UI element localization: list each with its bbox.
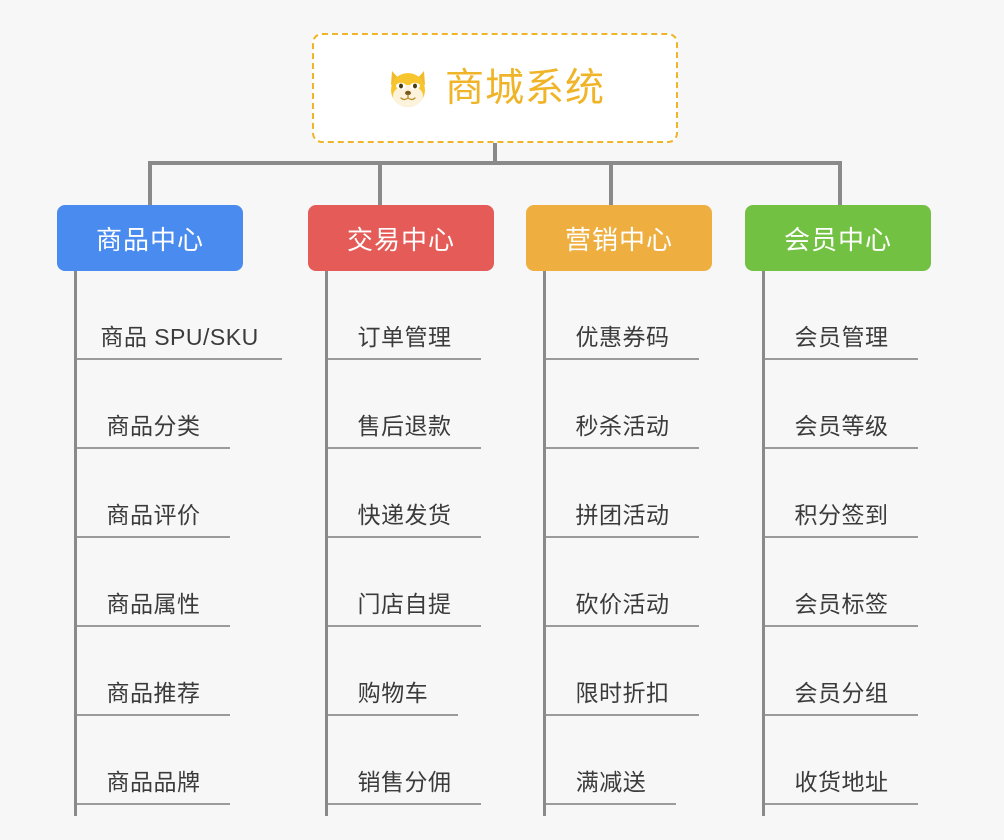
leaf-item[interactable]: 商品属性 bbox=[77, 538, 230, 627]
leaf-item-label: 拼团活动 bbox=[575, 502, 670, 528]
connector-drop-4 bbox=[838, 161, 842, 205]
category-box-1[interactable]: 商品中心 bbox=[57, 205, 243, 271]
root-node-mall-system[interactable]: 商城系统 bbox=[312, 33, 678, 143]
category-label: 营销中心 bbox=[564, 224, 673, 255]
category-box-3[interactable]: 营销中心 bbox=[526, 205, 712, 271]
leaf-item[interactable]: 商品评价 bbox=[77, 449, 230, 538]
category-label: 交易中心 bbox=[346, 224, 455, 255]
leaf-item[interactable]: 秒杀活动 bbox=[546, 360, 699, 449]
leaf-column-3: 优惠券码秒杀活动拼团活动砍价活动限时折扣满减送 bbox=[543, 271, 699, 816]
leaf-item[interactable]: 会员分组 bbox=[765, 627, 918, 716]
dog-face-icon bbox=[385, 65, 431, 111]
leaf-item[interactable]: 商品分类 bbox=[77, 360, 230, 449]
leaf-item[interactable]: 拼团活动 bbox=[546, 449, 699, 538]
leaf-item-label: 优惠券码 bbox=[575, 324, 670, 350]
leaf-item-label: 购物车 bbox=[357, 680, 429, 706]
leaf-item-label: 商品分类 bbox=[106, 413, 201, 439]
leaf-item-label: 门店自提 bbox=[357, 591, 452, 617]
leaf-item-label: 快递发货 bbox=[357, 502, 452, 528]
leaf-column-1: 商品 SPU/SKU 商品分类商品评价商品属性商品推荐商品品牌 bbox=[74, 271, 282, 816]
leaf-item[interactable]: 会员管理 bbox=[765, 271, 918, 360]
connector-root-stem bbox=[493, 143, 497, 163]
leaf-item-label: 售后退款 bbox=[357, 413, 452, 439]
leaf-item-label: 积分签到 bbox=[794, 502, 889, 528]
root-node-label: 商城系统 bbox=[444, 66, 605, 110]
connector-drop-1 bbox=[148, 161, 152, 205]
category-box-4[interactable]: 会员中心 bbox=[745, 205, 931, 271]
leaf-item-label: 商品推荐 bbox=[106, 680, 201, 706]
leaf-item-label: 砍价活动 bbox=[575, 591, 670, 617]
leaf-item[interactable]: 商品品牌 bbox=[77, 716, 230, 805]
leaf-item-label: 订单管理 bbox=[357, 324, 452, 350]
leaf-item-label: 商品属性 bbox=[106, 591, 201, 617]
category-label: 商品中心 bbox=[95, 224, 204, 255]
leaf-item[interactable]: 商品推荐 bbox=[77, 627, 230, 716]
leaf-rail bbox=[762, 271, 765, 816]
leaf-item[interactable]: 会员标签 bbox=[765, 538, 918, 627]
leaf-item[interactable]: 砍价活动 bbox=[546, 538, 699, 627]
leaf-item[interactable]: 销售分佣 bbox=[328, 716, 481, 805]
leaf-item[interactable]: 积分签到 bbox=[765, 449, 918, 538]
leaf-item-label: 销售分佣 bbox=[357, 769, 452, 795]
leaf-item[interactable]: 售后退款 bbox=[328, 360, 481, 449]
leaf-item-label: 商品 SPU/SKU bbox=[100, 324, 259, 350]
leaf-item-label: 会员标签 bbox=[794, 591, 889, 617]
leaf-item-label: 秒杀活动 bbox=[575, 413, 670, 439]
connector-drop-3 bbox=[609, 161, 613, 205]
leaf-item[interactable]: 优惠券码 bbox=[546, 271, 699, 360]
category-box-2[interactable]: 交易中心 bbox=[308, 205, 494, 271]
leaf-item[interactable]: 购物车 bbox=[328, 627, 458, 716]
leaf-item-label: 会员等级 bbox=[794, 413, 889, 439]
leaf-item-label: 满减送 bbox=[575, 769, 647, 795]
leaf-item[interactable]: 收货地址 bbox=[765, 716, 918, 805]
leaf-item[interactable]: 会员等级 bbox=[765, 360, 918, 449]
leaf-item-label: 会员分组 bbox=[794, 680, 889, 706]
leaf-item-label: 会员管理 bbox=[794, 324, 889, 350]
leaf-column-4: 会员管理会员等级积分签到会员标签会员分组收货地址 bbox=[762, 271, 918, 816]
connector-drop-2 bbox=[378, 161, 382, 205]
leaf-rail bbox=[74, 271, 77, 816]
leaf-item-label: 限时折扣 bbox=[575, 680, 670, 706]
category-label: 会员中心 bbox=[783, 224, 892, 255]
leaf-column-2: 订单管理售后退款快递发货门店自提购物车销售分佣 bbox=[325, 271, 481, 816]
leaf-item-label: 收货地址 bbox=[794, 769, 889, 795]
leaf-item-label: 商品评价 bbox=[106, 502, 201, 528]
leaf-item[interactable]: 门店自提 bbox=[328, 538, 481, 627]
leaf-item[interactable]: 商品 SPU/SKU bbox=[77, 271, 282, 360]
leaf-item[interactable]: 订单管理 bbox=[328, 271, 481, 360]
connector-horizontal-bus bbox=[148, 161, 840, 165]
leaf-item[interactable]: 快递发货 bbox=[328, 449, 481, 538]
leaf-item-label: 商品品牌 bbox=[106, 769, 201, 795]
leaf-rail bbox=[325, 271, 328, 816]
leaf-item[interactable]: 限时折扣 bbox=[546, 627, 699, 716]
leaf-rail bbox=[543, 271, 546, 816]
leaf-item[interactable]: 满减送 bbox=[546, 716, 676, 805]
